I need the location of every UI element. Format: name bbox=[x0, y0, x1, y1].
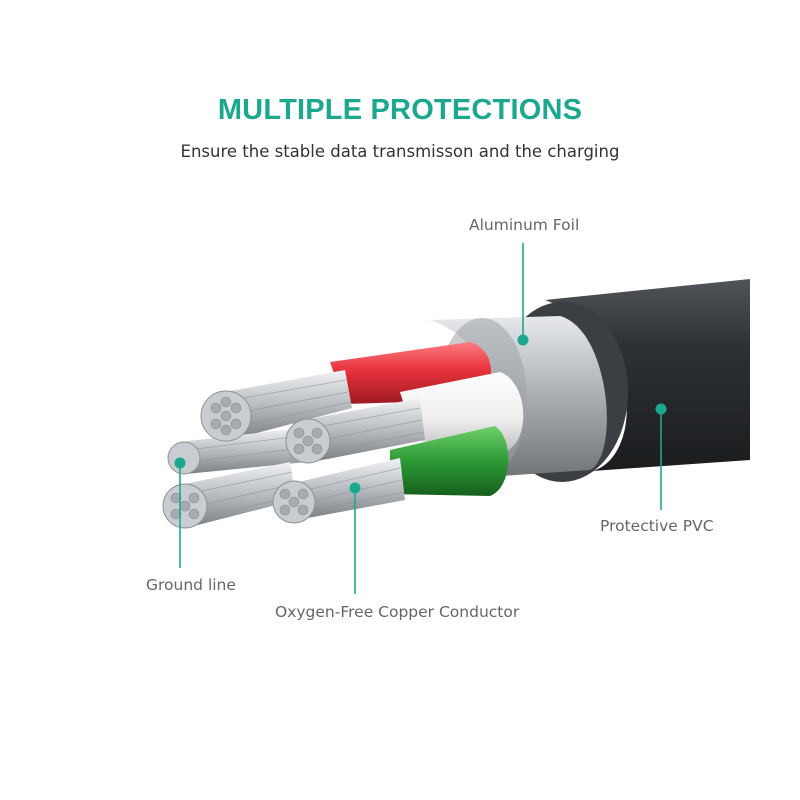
callout-copper-conductor-leader bbox=[349, 482, 361, 594]
callout-aluminum-foil-leader bbox=[517, 243, 529, 346]
callout-copper-conductor-label: Oxygen-Free Copper Conductor bbox=[275, 603, 520, 621]
callout-ground-line-label: Ground line bbox=[146, 576, 236, 594]
mid-conductor-strands bbox=[305, 398, 425, 462]
page-title: MULTIPLE PROTECTIONS bbox=[217, 94, 583, 126]
dot-marker-icon bbox=[517, 334, 529, 346]
green-wire-insulation bbox=[390, 426, 509, 496]
left-conductor-face bbox=[167, 441, 201, 475]
callout-ground-line-leader bbox=[174, 457, 186, 568]
callout-protective-pvc-leader bbox=[655, 403, 667, 510]
lower-left-conductor-strands bbox=[180, 462, 296, 528]
callout-aluminum-foil-label: Aluminum Foil bbox=[469, 216, 580, 234]
callout-protective-pvc-label: Protective PVC bbox=[600, 517, 714, 535]
conductor-end-faces bbox=[162, 390, 331, 529]
conductor-strands bbox=[180, 370, 425, 528]
page-subtitle: Ensure the stable data transmisson and t… bbox=[180, 142, 620, 161]
